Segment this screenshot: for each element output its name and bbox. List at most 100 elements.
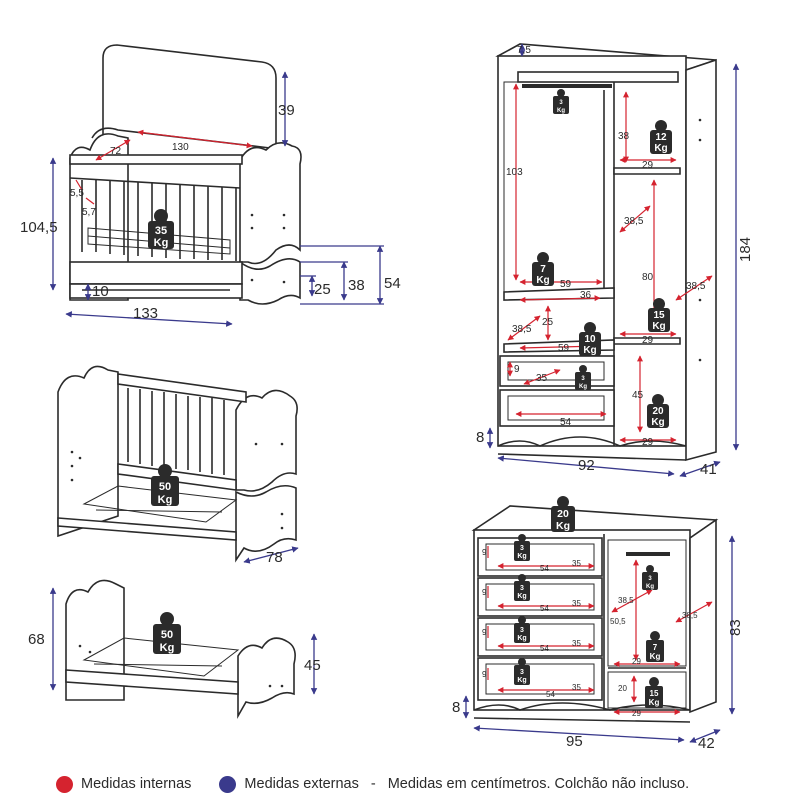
svg-text:Kg: Kg [517,593,526,600]
legend-external-label: Medidas externas [244,776,359,792]
svg-text:Kg: Kg [536,275,549,286]
wardrobe-int-25: 25 [542,317,554,328]
crib-slats [81,180,237,261]
dresser-ext-depth: 42 [698,735,715,752]
minibed-drawing [57,365,298,563]
svg-text:3: 3 [648,576,652,582]
crib-weight: 35 Kg [148,209,174,249]
crib-drawing [69,44,302,305]
legend-separator: - [370,776,376,792]
wardrobe-internal-dims: 103 38 29 38,5 80 59 36 25 38,5 59 9 35 … [506,83,713,448]
dresser-int-35c: 35 [572,639,581,648]
dresser-int-20: 20 [618,684,627,693]
svg-text:Kg: Kg [583,345,596,356]
minibed-weight-unit: Kg [158,494,173,506]
dresser-int-9b: 9 [482,588,487,597]
legend-note: Medidas em centímetros. Colchão não incl… [387,776,690,792]
svg-text:Kg: Kg [579,384,587,390]
svg-text:3: 3 [581,376,585,382]
dresser-int-54: 54 [540,564,549,573]
dresser-int-35b: 35 [572,599,581,608]
wardrobe-int-80: 80 [642,272,654,283]
wardrobe-int-59b: 59 [558,343,570,354]
svg-text:Kg: Kg [651,417,664,428]
wardrobe-int-38: 38 [618,131,630,142]
svg-text:Kg: Kg [556,520,570,532]
wardrobe-int-54: 54 [560,417,572,428]
dresser-int-29: 29 [632,657,641,666]
legend-internal: Medidas internas [56,775,192,793]
crib-ext-h54: 54 [384,275,401,292]
wardrobe-weight-lower: 10 Kg [579,322,601,356]
wardrobe-int-59: 59 [560,279,572,290]
svg-text:Kg: Kg [650,652,661,661]
svg-text:15: 15 [653,310,665,321]
dresser-ext-height: 83 [727,619,744,636]
legend: Medidas internas Medidas externas - Medi… [56,772,689,796]
dresser-external-dims: 83 95 42 8 [452,535,744,752]
wardrobe-int-36: 36 [580,290,592,301]
wardrobe-ext-base: 8 [476,429,484,446]
wardrobe-weight-top-shelf: 12 Kg [650,120,672,154]
bed-ext-h68: 68 [28,631,45,648]
minibed-weight: 50 Kg [151,464,179,506]
dresser-ext-base: 8 [452,699,460,716]
dresser-weight-hanger: 3 Kg [642,565,658,590]
wardrobe-int-29c: 29 [642,437,654,448]
dresser-int-50-5: 50,5 [610,617,626,626]
svg-text:20: 20 [652,406,664,417]
dresser-int-54c: 54 [540,644,549,653]
wardrobe-weight-drawer: 3 Kg [575,365,591,390]
wardrobe-weight-bottom: 20 Kg [647,394,669,428]
crib-internal-dims: 130 72 5,5 5,7 [70,129,253,218]
svg-text:20: 20 [557,508,569,520]
bed-weight-unit: Kg [160,642,175,654]
dresser-int-29b: 29 [632,709,641,718]
crib-weight-value: 35 [155,225,167,237]
wardrobe-weight-mid: 15 Kg [648,298,670,332]
dresser-ext-width: 95 [566,733,583,750]
wardrobe-int-35: 35 [536,373,548,384]
svg-text:10: 10 [584,334,596,345]
crib-ext-h38: 38 [348,277,365,294]
svg-text:Kg: Kg [646,584,654,590]
dresser-int-54d: 54 [546,690,555,699]
legend-external: Medidas externas [219,775,359,793]
wardrobe-ext-depth: 41 [700,461,717,478]
legend-internal-label: Medidas internas [81,776,192,792]
bed-weight: 50 Kg [153,612,181,654]
crib-external-dims: 104,5 39 133 10 25 38 54 [20,71,401,327]
wardrobe-ext-height: 184 [737,237,754,262]
svg-text:Kg: Kg [557,108,565,114]
svg-text:Kg: Kg [517,635,526,642]
svg-text:Kg: Kg [652,321,665,332]
dresser-weight-bottom: 15 Kg [645,677,663,708]
wardrobe-int-38-5c: 38,5 [686,281,706,292]
wardrobe-external-dims: 7,5 184 92 41 8 [476,43,754,478]
bed-weight-value: 50 [161,629,173,641]
svg-text:Kg: Kg [654,143,667,154]
crib-ext-base: 10 [92,283,109,300]
crib-int-length: 130 [172,142,189,153]
crib-ext-height: 104,5 [20,219,58,236]
svg-text:3: 3 [520,585,524,592]
wardrobe-int-29b: 29 [642,335,654,346]
wardrobe-int-9: 9 [514,364,520,375]
dresser-int-54b: 54 [540,604,549,613]
dresser-int-9: 9 [482,548,487,557]
svg-text:7: 7 [653,643,658,652]
minibed-weight-value: 50 [159,481,171,493]
svg-text:15: 15 [650,689,659,698]
bed-ext-h45: 45 [304,657,321,674]
wardrobe-ext-top: 7,5 [517,45,531,56]
crib-ext-drawer: 25 [314,281,331,298]
internal-dot-icon [56,775,73,793]
dresser-weight-drawer-4: 3 Kg [514,658,530,685]
dresser-weight-top: 20 Kg [551,496,575,532]
crib-int-r1: 5,5 [70,188,84,199]
wardrobe-ext-width: 92 [578,457,595,474]
dresser-weight-drawer-1: 3 Kg [514,534,530,561]
dresser-int-38-5: 38,5 [618,596,634,605]
dresser-int-9c: 9 [482,628,487,637]
dresser-internal-dims: 9 54 35 9 54 35 9 54 35 9 54 35 38,5 50,… [482,546,713,718]
